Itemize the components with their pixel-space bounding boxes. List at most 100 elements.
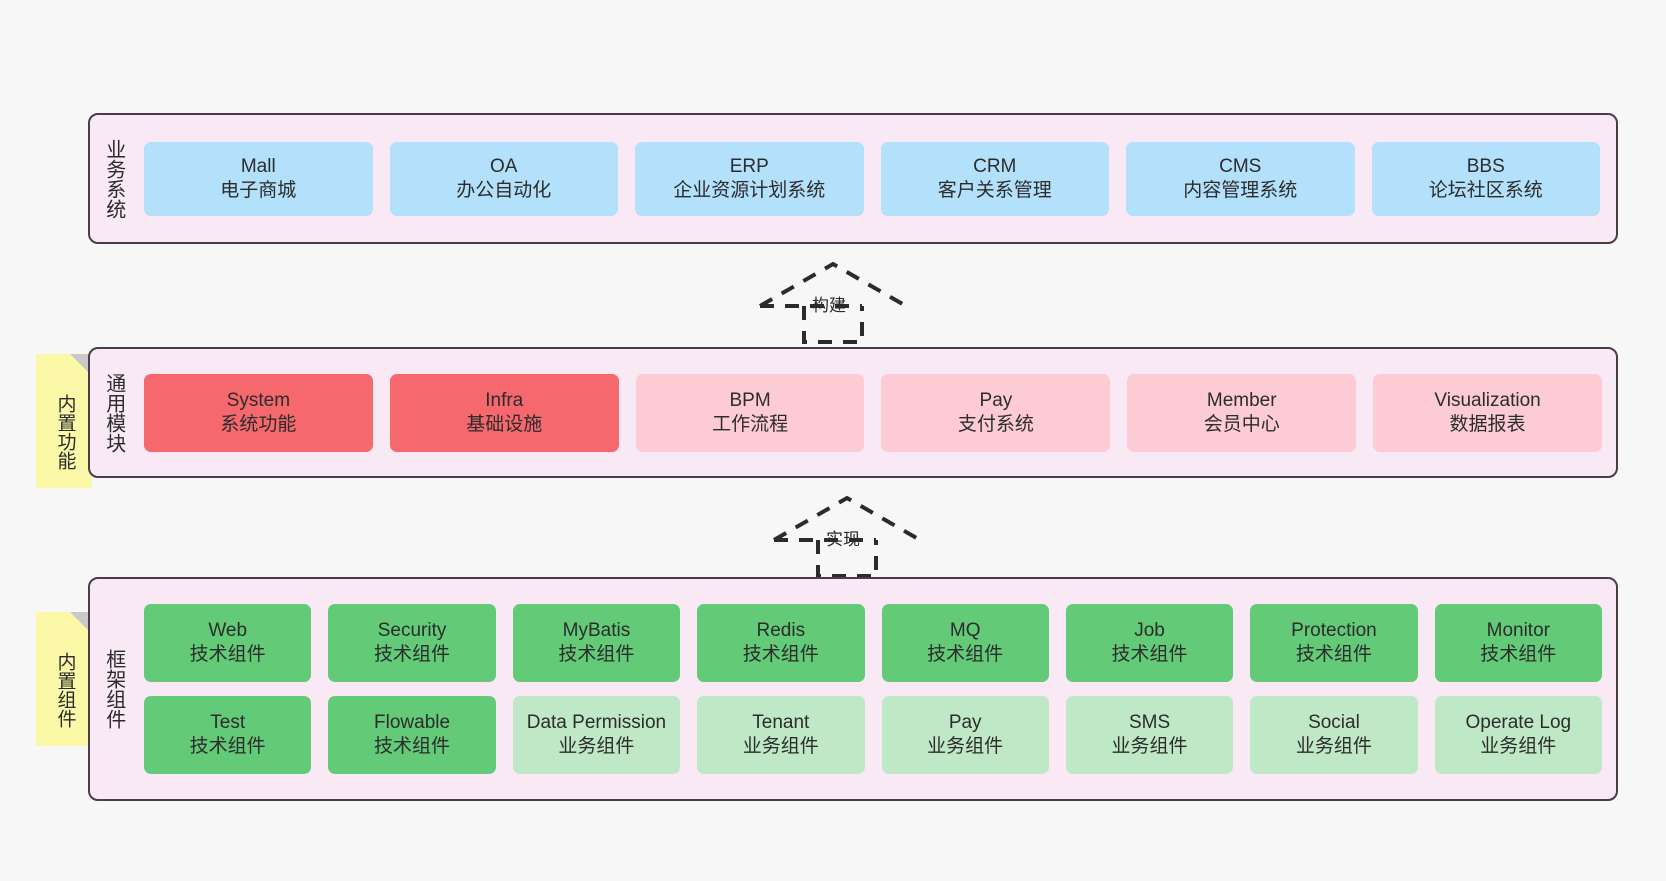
- card-monitor[interactable]: Monitor 技术组件: [1434, 604, 1602, 682]
- card-title-cn: 办公自动化: [456, 179, 552, 201]
- layer-title-business-system: 业务系统: [102, 138, 125, 219]
- card-title-en: Protection: [1291, 620, 1377, 642]
- card-title-en: Tenant: [752, 712, 810, 734]
- note-fold-corner-icon: [70, 612, 92, 634]
- card-title-en: Pay: [979, 389, 1013, 411]
- card-title-cn: 技术组件: [742, 644, 819, 665]
- note-label: 内置功能: [54, 394, 76, 470]
- card-social[interactable]: Social 业务组件: [1250, 696, 1418, 774]
- card-title-cn: 电子商城: [220, 179, 297, 201]
- note-builtin-component: 内置组件: [36, 612, 92, 746]
- card-mq[interactable]: MQ 技术组件: [881, 604, 1049, 682]
- card-title-cn: 技术组件: [1111, 644, 1188, 665]
- card-cms[interactable]: CMS 内容管理系统: [1126, 141, 1355, 216]
- card-title-en: System: [226, 389, 291, 411]
- card-row: Mall 电子商城 OA 办公自动化 ERP 企业资源计划系统 CRM 客户关系…: [144, 141, 1600, 216]
- card-redis[interactable]: Redis 技术组件: [697, 604, 865, 682]
- card-bpm[interactable]: BPM 工作流程: [635, 373, 865, 452]
- card-oa[interactable]: OA 办公自动化: [389, 141, 618, 216]
- card-pay-component[interactable]: Pay 业务组件: [881, 696, 1049, 774]
- card-title-cn: 业务组件: [1295, 736, 1372, 757]
- card-title-en: SMS: [1128, 712, 1171, 734]
- layer-body-framework-components: Web 技术组件 Security 技术组件 MyBatis 技术组件 Redi…: [136, 579, 1616, 799]
- card-system[interactable]: System 系统功能: [144, 373, 373, 452]
- layer-business-system: 业务系统 Mall 电子商城 OA 办公自动化 ERP 企业资源计划系统 CRM…: [88, 113, 1618, 244]
- card-mybatis[interactable]: MyBatis 技术组件: [512, 604, 681, 682]
- card-title-cn: 业务组件: [1111, 736, 1188, 757]
- card-title-cn: 系统功能: [220, 413, 297, 435]
- card-flowable[interactable]: Flowable 技术组件: [328, 696, 496, 774]
- card-bbs[interactable]: BBS 论坛社区系统: [1371, 141, 1600, 216]
- card-title-en: Mall: [240, 155, 276, 177]
- card-title-en: Pay: [948, 712, 982, 734]
- card-sms[interactable]: SMS 业务组件: [1065, 696, 1234, 774]
- card-title-en: Job: [1134, 620, 1165, 642]
- layer-body-common-modules: System 系统功能 Infra 基础设施 BPM 工作流程 Pay 支付系统…: [136, 349, 1616, 476]
- note-fold-corner-icon: [70, 354, 92, 376]
- card-web[interactable]: Web 技术组件: [144, 604, 312, 682]
- connector-implement: 实现: [770, 492, 925, 578]
- card-title-cn: 论坛社区系统: [1428, 179, 1543, 201]
- card-title-en: MQ: [949, 620, 981, 642]
- card-title-cn: 业务组件: [1480, 736, 1557, 757]
- card-tenant[interactable]: Tenant 业务组件: [697, 696, 865, 774]
- card-title-cn: 技术组件: [189, 736, 266, 757]
- card-pay-module[interactable]: Pay 支付系统: [881, 373, 1111, 452]
- card-row: Test 技术组件 Flowable 技术组件 Data Permission …: [144, 696, 1602, 774]
- card-crm[interactable]: CRM 客户关系管理: [880, 141, 1109, 216]
- card-title-cn: 业务组件: [927, 736, 1004, 757]
- card-title-cn: 会员中心: [1203, 413, 1280, 435]
- card-title-cn: 业务组件: [742, 736, 819, 757]
- card-visualization[interactable]: Visualization 数据报表: [1373, 373, 1602, 452]
- card-security[interactable]: Security 技术组件: [328, 604, 496, 682]
- card-title-en: Monitor: [1486, 620, 1550, 642]
- card-title-cn: 支付系统: [957, 413, 1034, 435]
- card-title-en: Flowable: [374, 712, 451, 734]
- card-title-cn: 业务组件: [558, 736, 635, 757]
- connector-label-build: 构建: [812, 296, 846, 315]
- card-title-en: Data Permission: [526, 712, 667, 734]
- card-erp[interactable]: ERP 企业资源计划系统: [635, 141, 864, 216]
- card-title-en: Web: [208, 620, 248, 642]
- card-title-en: CMS: [1219, 155, 1262, 177]
- card-title-en: Redis: [756, 620, 806, 642]
- card-title-en: Operate Log: [1465, 712, 1572, 734]
- card-row: Web 技术组件 Security 技术组件 MyBatis 技术组件 Redi…: [144, 604, 1602, 682]
- card-title-en: BPM: [729, 389, 771, 411]
- card-title-cn: 技术组件: [374, 644, 451, 665]
- connector-label-implement: 实现: [826, 530, 860, 549]
- card-test[interactable]: Test 技术组件: [144, 696, 312, 774]
- card-title-en: Test: [210, 712, 246, 734]
- card-title-cn: 数据报表: [1449, 413, 1526, 435]
- layer-framework-components: 框架组件 Web 技术组件 Security 技术组件 MyBatis 技术组件…: [88, 577, 1618, 801]
- card-mall[interactable]: Mall 电子商城: [144, 141, 373, 216]
- card-title-cn: 技术组件: [1295, 644, 1372, 665]
- card-title-en: Security: [377, 620, 447, 642]
- card-row: System 系统功能 Infra 基础设施 BPM 工作流程 Pay 支付系统…: [144, 373, 1602, 452]
- card-title-en: Visualization: [1434, 389, 1541, 411]
- card-title-en: CRM: [973, 155, 1017, 177]
- card-operate-log[interactable]: Operate Log 业务组件: [1434, 696, 1602, 774]
- card-title-cn: 客户关系管理: [937, 179, 1052, 201]
- card-member[interactable]: Member 会员中心: [1127, 373, 1357, 452]
- layer-title-common-modules: 通用模块: [102, 372, 125, 453]
- note-builtin-function: 内置功能: [36, 354, 92, 488]
- card-data-permission[interactable]: Data Permission 业务组件: [512, 696, 681, 774]
- card-title-en: Infra: [485, 389, 524, 411]
- card-title-cn: 技术组件: [1480, 644, 1557, 665]
- card-title-cn: 技术组件: [189, 644, 266, 665]
- note-label: 内置组件: [54, 652, 76, 728]
- card-title-cn: 技术组件: [374, 736, 451, 757]
- card-title-cn: 技术组件: [927, 644, 1004, 665]
- card-title-en: MyBatis: [562, 620, 631, 642]
- layer-body-business-system: Mall 电子商城 OA 办公自动化 ERP 企业资源计划系统 CRM 客户关系…: [136, 115, 1616, 242]
- card-job[interactable]: Job 技术组件: [1065, 604, 1234, 682]
- layer-title-framework-components: 框架组件: [102, 649, 125, 729]
- card-protection[interactable]: Protection 技术组件: [1250, 604, 1418, 682]
- card-title-cn: 工作流程: [712, 413, 789, 435]
- card-infra[interactable]: Infra 基础设施: [389, 373, 619, 452]
- card-title-cn: 技术组件: [558, 644, 635, 665]
- card-title-en: Social: [1308, 712, 1360, 734]
- card-title-en: OA: [490, 155, 518, 177]
